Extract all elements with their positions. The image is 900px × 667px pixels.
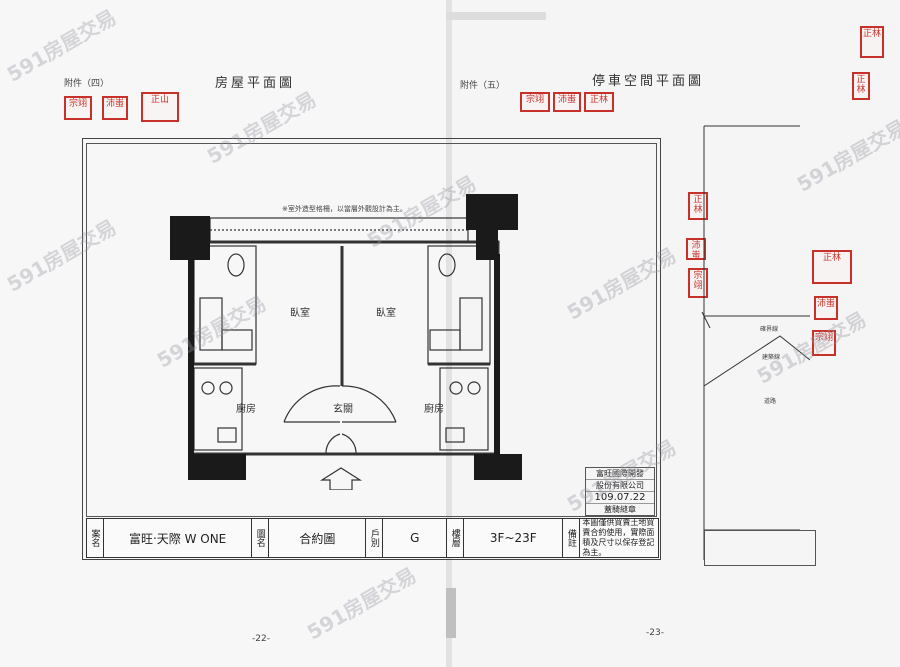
seal-stamp: 正山	[141, 92, 179, 122]
drawing-name-label: 圖名	[252, 519, 270, 557]
facade-note: ※室外造型格柵，以當層外觀設計為主。	[282, 205, 407, 213]
bottom-scan-artifact	[446, 588, 456, 638]
drawing-frame	[82, 138, 661, 560]
seal-note: 蓋騎縫章	[604, 505, 636, 514]
case-value: 富旺‧天際 W ONE	[104, 519, 253, 557]
map-label-building-line: 建築線	[762, 354, 781, 361]
map-label-road: 道路	[764, 398, 777, 405]
unit-value: G	[383, 519, 448, 557]
parking-plan-title: 停車空間平面圖	[592, 74, 705, 89]
seal-stamp: 宗翊	[64, 96, 92, 120]
drawing-inner-frame	[86, 143, 657, 517]
map-label-boundary: 確界線	[760, 326, 779, 333]
remark-label: 備註	[563, 519, 581, 557]
seal-stamp: 宗翊	[688, 268, 708, 298]
parking-footer-block	[704, 530, 816, 566]
seal-stamp: 宗翊	[812, 330, 836, 356]
seal-stamp: 沛蚩	[814, 296, 838, 320]
page-gutter	[446, 0, 452, 667]
floor-value: 3F~23F	[464, 519, 564, 557]
page-number-left: -22-	[252, 634, 270, 644]
company-date-block: 富旺國際開發 股份有限公司 109.07.22 蓋騎縫章	[585, 467, 655, 516]
page-number-right: -23-	[646, 628, 664, 638]
remark-value: 本圖僅供買賣土地買賣合約使用，實際面積及尺寸以保存登記為主。	[582, 518, 655, 557]
seal-stamp: 正林	[812, 250, 852, 284]
seal-stamp: 正林	[688, 192, 708, 220]
annex-five-label: 附件（五）	[460, 81, 506, 91]
floor-plan-drawing	[170, 194, 522, 490]
room-label-bedroom-right: 臥室	[376, 308, 396, 319]
drawing-date: 109.07.22	[586, 492, 654, 504]
room-label-entry: 玄關	[333, 404, 353, 415]
unit-label: 戶別	[366, 519, 384, 557]
seal-stamp: 正林	[852, 72, 870, 100]
seal-stamp: 正林	[584, 92, 614, 112]
company-type: 股份有限公司	[586, 480, 654, 492]
seal-stamp: 正林	[860, 26, 884, 58]
seal-stamp: 宗翊	[520, 92, 550, 112]
floor-plan-title: 房屋平面圖	[215, 76, 296, 91]
company-name: 富旺國際開發	[586, 468, 654, 480]
title-block: 案名 富旺‧天際 W ONE 圖名 合約圖 戶別 G 樓層 3F~23F 備註 …	[86, 518, 659, 558]
room-label-kitchen-right: 廚房	[424, 404, 444, 415]
room-label-bedroom-left: 臥室	[290, 308, 310, 319]
seal-stamp: 沛蚩	[686, 238, 706, 261]
annex-four-label: 附件（四）	[64, 79, 110, 89]
top-scan-artifact	[446, 12, 546, 20]
seal-stamp: 沛蚩	[553, 92, 581, 112]
seal-stamp: 沛蚩	[102, 96, 128, 120]
room-label-kitchen-left: 廚房	[236, 404, 256, 415]
case-label: 案名	[87, 519, 104, 557]
drawing-name-value: 合約圖	[269, 519, 367, 557]
floor-label: 樓層	[447, 519, 465, 557]
